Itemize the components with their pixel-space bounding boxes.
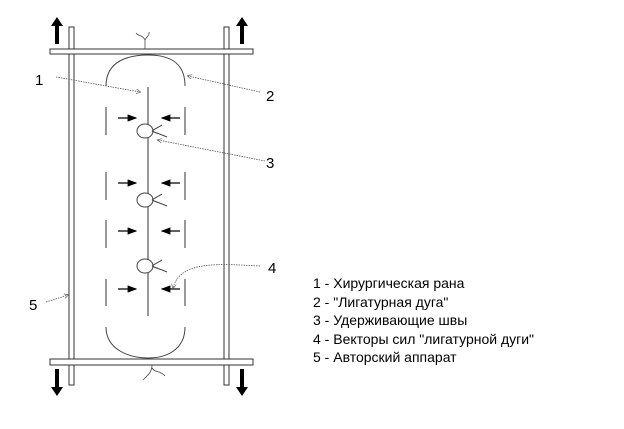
traction-arrow-up-icon bbox=[51, 17, 63, 44]
leader-lines bbox=[45, 76, 266, 303]
traction-arrow-down-icon bbox=[51, 369, 63, 396]
ligature-arc-bottom bbox=[105, 326, 186, 359]
label-1: 1 bbox=[35, 72, 43, 89]
label-3: 3 bbox=[266, 155, 274, 172]
thread-knot-bottom bbox=[142, 364, 166, 381]
force-vectors bbox=[118, 114, 180, 293]
wound-edges bbox=[105, 107, 186, 306]
legend-item: 4 - Векторы сил "лигатурной дуги" bbox=[313, 330, 535, 347]
legend-item: 3 - Удерживающие швы bbox=[313, 312, 468, 328]
legend: 1 - Хирургическая рана 2 - "Лигатурная д… bbox=[313, 274, 534, 367]
legend-item: 1 - Хирургическая рана bbox=[313, 275, 465, 291]
legend-item: 5 - Авторский аппарат bbox=[313, 349, 457, 365]
left-rod bbox=[68, 26, 75, 386]
ligature-arc-top bbox=[105, 54, 186, 87]
label-2: 2 bbox=[266, 88, 274, 105]
traction-arrow-up-icon bbox=[236, 17, 248, 44]
retaining-sutures bbox=[136, 123, 168, 274]
legend-item: 2 - "Лигатурная дуга" bbox=[313, 293, 449, 310]
label-5: 5 bbox=[29, 297, 37, 314]
top-bar bbox=[49, 48, 254, 55]
bottom-bar bbox=[49, 358, 254, 366]
right-rod bbox=[223, 26, 230, 386]
traction-arrow-down-icon bbox=[236, 369, 248, 396]
label-4: 4 bbox=[268, 260, 276, 277]
thread-knot-top bbox=[135, 31, 150, 49]
